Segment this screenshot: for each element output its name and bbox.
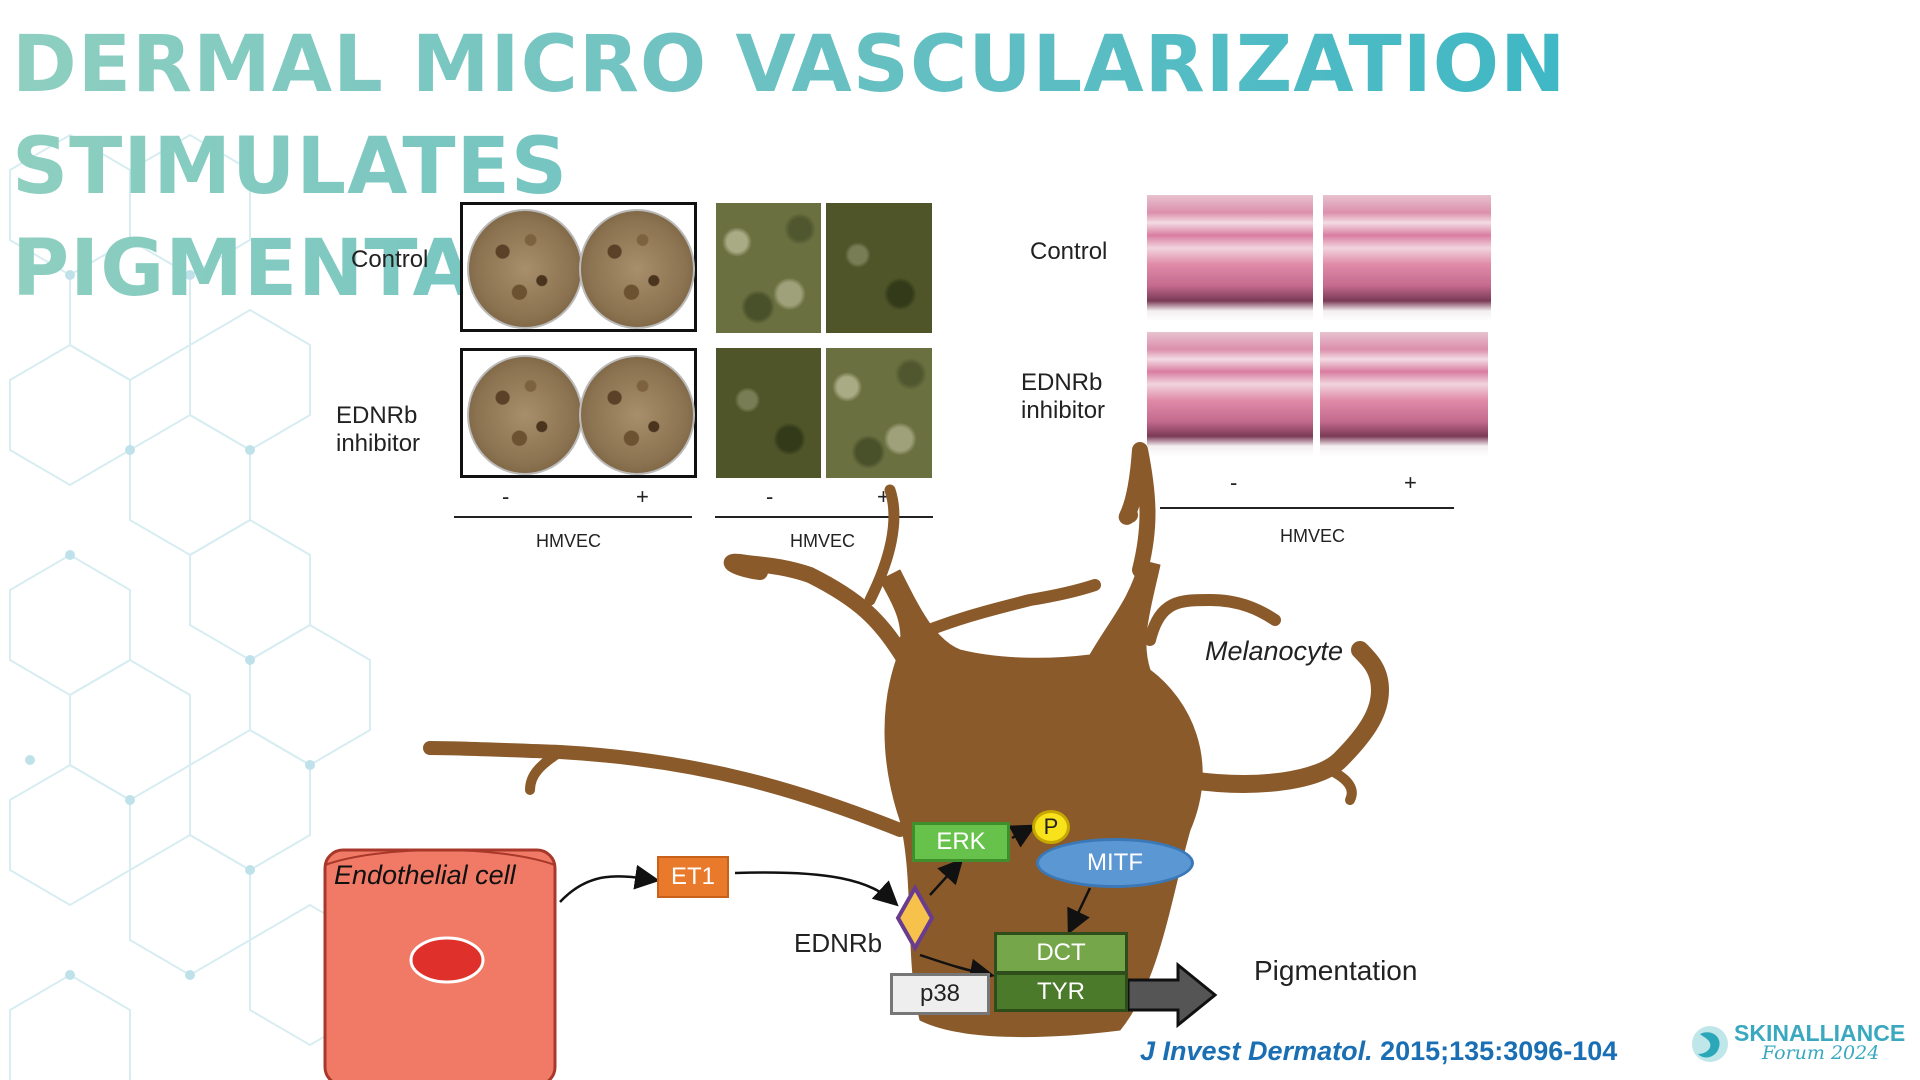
- arrow-mitf-to-dct: [1067, 887, 1092, 935]
- axis-line-left-2: [715, 516, 933, 518]
- tissue-image-ednrb-plus: [826, 348, 932, 478]
- histology-ednrb-plus: [1320, 332, 1488, 456]
- row-label-control-left: Control: [351, 246, 429, 273]
- citation: J Invest Dermatol. 2015;135:3096-104: [1140, 1036, 1617, 1067]
- pigmentation-arrow-icon: [1126, 961, 1218, 1029]
- sign-minus-right: -: [1230, 470, 1238, 495]
- arrow-ednrb-to-erk: [929, 858, 964, 896]
- tissue-image-ednrb-minus: [716, 348, 821, 478]
- skinalliance-logo-icon: [1692, 1026, 1728, 1062]
- citation-journal: J Invest Dermatol.: [1140, 1036, 1373, 1066]
- sign-minus-1: -: [502, 484, 510, 509]
- row-label-ednrb-right: EDNRb: [1021, 369, 1103, 396]
- ednrb-receptor-icon: [895, 883, 935, 953]
- tyr-box: TYR: [994, 972, 1128, 1012]
- histology-control-minus: [1147, 195, 1313, 321]
- melanocyte-label: Melanocyte: [1205, 636, 1344, 666]
- dct-box: DCT: [994, 932, 1128, 974]
- logo-sub: Forum 2024: [1762, 1042, 1880, 1064]
- melanocyte-shape: [423, 442, 1389, 1038]
- arrow-erk-to-p: [1008, 824, 1037, 848]
- row-label-ednrb-left: EDNRb: [336, 402, 418, 429]
- axis-label-hmvec-right: HMVEC: [1280, 526, 1346, 546]
- sign-minus-2: -: [766, 484, 774, 509]
- dish-frame-control: [460, 202, 697, 332]
- mitf-ellipse: MITF: [1036, 838, 1194, 888]
- ednrb-label: EDNRb: [794, 928, 883, 958]
- tissue-image-control-plus: [826, 203, 932, 333]
- histology-ednrb-minus: [1147, 332, 1313, 456]
- phospho-circle: P: [1032, 810, 1070, 844]
- p38-box: p38: [890, 973, 990, 1015]
- row-label-inhibitor-left: inhibitor: [336, 430, 421, 457]
- citation-ref: 2015;135:3096-104: [1372, 1036, 1618, 1066]
- sign-plus-right: +: [1404, 470, 1417, 495]
- dish-ednrb-plus: [579, 355, 695, 475]
- row-label-control-right: Control: [1030, 238, 1108, 265]
- row-label-inhibitor-right: inhibitor: [1021, 397, 1106, 424]
- tissue-image-control-minus: [716, 203, 821, 333]
- endothelial-cell-shape: [323, 848, 557, 1080]
- dish-control-minus: [467, 209, 583, 329]
- axis-line-right: [1160, 507, 1454, 509]
- erk-box: ERK: [912, 822, 1010, 862]
- dish-frame-ednrb: [460, 348, 697, 478]
- logo-name: SKINALLIANCE: [1734, 1020, 1906, 1046]
- arrow-endothelial-to-et1: [559, 864, 660, 903]
- et1-box: ET1: [657, 856, 729, 898]
- axis-label-hmvec-2: HMVEC: [790, 531, 856, 551]
- skinalliance-logo: SKINALLIANCE Forum 2024: [1690, 1020, 1910, 1070]
- axis-line-left-1: [454, 516, 692, 518]
- arrow-et1-to-ednrb: [734, 871, 899, 907]
- histology-control-plus: [1323, 195, 1491, 321]
- pigmentation-label: Pigmentation: [1254, 955, 1418, 986]
- dish-control-plus: [579, 209, 695, 329]
- axis-label-hmvec-1: HMVEC: [536, 531, 602, 551]
- sign-plus-1: +: [636, 484, 649, 509]
- endothelial-cell-label: Endothelial cell: [334, 860, 516, 890]
